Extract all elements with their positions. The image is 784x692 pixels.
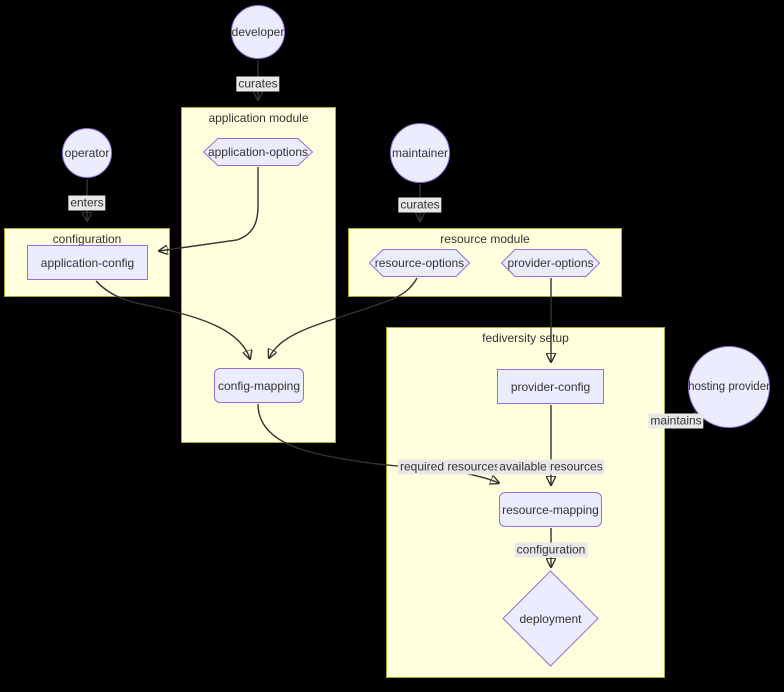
node-resource-mapping-label: resource-mapping	[502, 502, 599, 517]
node-deployment: deployment	[502, 570, 599, 667]
node-application-options-label: application-options	[207, 145, 309, 159]
edge-label-operator-enters: enters	[68, 195, 106, 211]
node-config-mapping-label: config-mapping	[217, 378, 301, 393]
actor-maintainer-label: maintainer	[391, 146, 449, 160]
subgraph-resource-module-title: resource module	[440, 232, 530, 246]
node-provider-config: provider-config	[497, 369, 604, 404]
subgraph-configuration-title: configuration	[52, 232, 122, 246]
diamond-shape	[502, 570, 599, 667]
edge-label-developer-curates: curates	[236, 76, 280, 92]
edge-label-required-resources: required resources	[397, 459, 503, 475]
node-application-options: application-options	[203, 138, 313, 166]
subgraph-fediversity-setup-title: fediversity setup	[482, 331, 569, 345]
node-provider-options-label: provider-options	[507, 256, 594, 270]
node-provider-config-label: provider-config	[510, 379, 591, 394]
subgraph-application-module-title: application module	[208, 111, 309, 125]
node-provider-options: provider-options	[501, 249, 600, 277]
node-deployment-label: deployment	[519, 611, 582, 626]
node-resource-options-label: resource-options	[374, 256, 465, 270]
edge-label-configuration: configuration	[514, 542, 588, 558]
edge-label-maintainer-curates: curates	[398, 197, 442, 213]
actor-hosting-provider: hosting provider	[688, 346, 770, 428]
hexagon-shape	[369, 249, 470, 277]
actor-developer-label: developer	[231, 25, 285, 39]
actor-hosting-provider-label: hosting provider	[688, 381, 770, 393]
node-config-mapping: config-mapping	[214, 368, 304, 403]
node-resource-options: resource-options	[369, 249, 470, 277]
actor-operator-label: operator	[64, 146, 110, 160]
node-application-config-label: application-config	[40, 255, 135, 270]
node-application-config: application-config	[27, 245, 148, 280]
actor-operator: operator	[62, 128, 112, 178]
edge-label-maintains: maintains	[648, 413, 704, 429]
hexagon-shape	[203, 138, 313, 166]
hexagon-shape	[501, 249, 600, 277]
actor-developer: developer	[231, 5, 285, 59]
edge-label-available-resources: available resources	[497, 459, 605, 475]
node-resource-mapping: resource-mapping	[499, 492, 602, 527]
actor-maintainer: maintainer	[390, 123, 450, 183]
